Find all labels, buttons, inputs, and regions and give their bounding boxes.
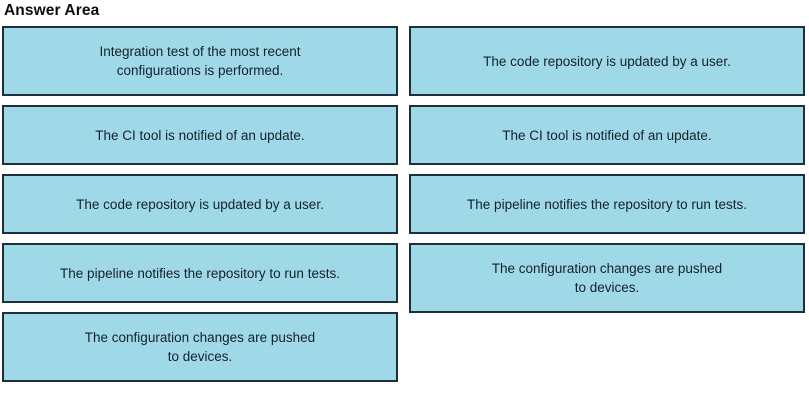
- page-title: Answer Area: [4, 2, 100, 19]
- answer-option-label: The pipeline notifies the repository to …: [467, 196, 747, 212]
- answer-option-right-4[interactable]: The configuration changes are pushed to …: [409, 243, 805, 313]
- answer-column-left: Integration test of the most recent conf…: [2, 26, 398, 391]
- answer-column-right: The code repository is updated by a user…: [409, 26, 805, 322]
- answer-option-left-5[interactable]: The configuration changes are pushed to …: [2, 312, 398, 382]
- answer-option-left-3[interactable]: The code repository is updated by a user…: [2, 174, 398, 234]
- answer-option-label: The pipeline notifies the repository to …: [60, 265, 340, 281]
- answer-option-label: The code repository is updated by a user…: [76, 196, 324, 212]
- answer-option-label: The CI tool is notified of an update.: [95, 127, 305, 143]
- answer-option-label: The CI tool is notified of an update.: [502, 127, 712, 143]
- answer-option-label: The code repository is updated by a user…: [483, 53, 731, 69]
- answer-area: Integration test of the most recent conf…: [0, 26, 809, 404]
- answer-option-right-2[interactable]: The CI tool is notified of an update.: [409, 105, 805, 165]
- answer-option-left-2[interactable]: The CI tool is notified of an update.: [2, 105, 398, 165]
- answer-option-right-3[interactable]: The pipeline notifies the repository to …: [409, 174, 805, 234]
- answer-option-left-1[interactable]: Integration test of the most recent conf…: [2, 26, 398, 96]
- answer-option-left-4[interactable]: The pipeline notifies the repository to …: [2, 243, 398, 303]
- answer-option-label: The configuration changes are pushed to …: [84, 330, 316, 364]
- answer-option-label: The configuration changes are pushed to …: [491, 261, 723, 295]
- answer-option-right-1[interactable]: The code repository is updated by a user…: [409, 26, 805, 96]
- answer-option-label: Integration test of the most recent conf…: [99, 44, 301, 78]
